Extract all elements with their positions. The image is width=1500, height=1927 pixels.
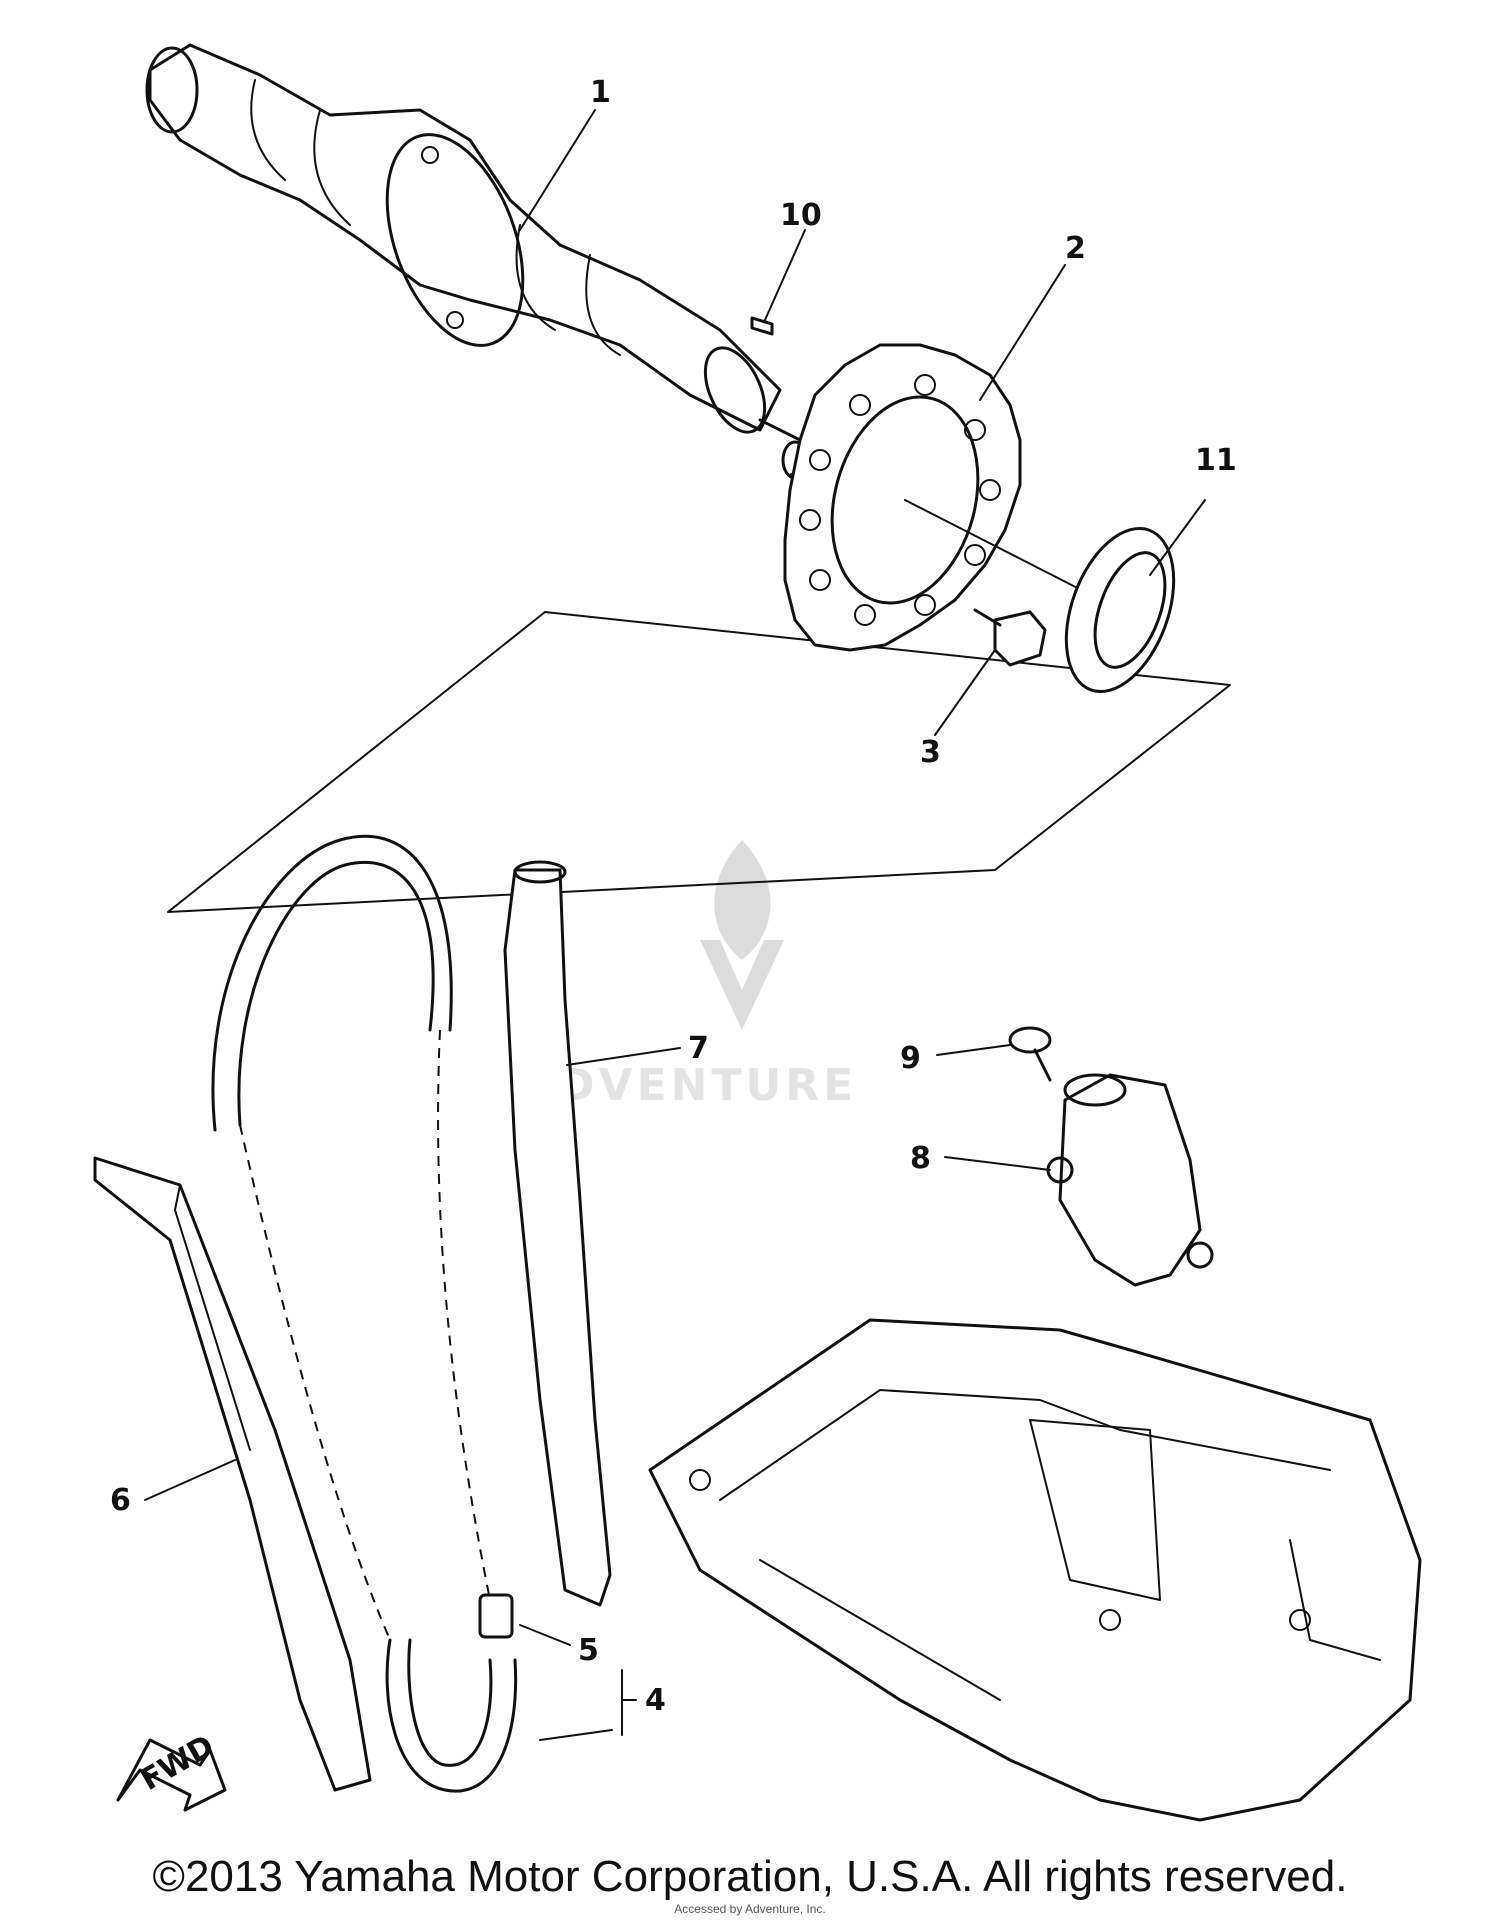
camshaft xyxy=(145,43,812,480)
callout-2: 2 xyxy=(1065,231,1086,266)
chain-guide xyxy=(503,860,612,1607)
leader-lines xyxy=(144,109,1206,1741)
callout-6: 6 xyxy=(110,1483,131,1518)
callout-9: 9 xyxy=(900,1041,921,1076)
callout-3: 3 xyxy=(920,735,941,770)
sprocket-bolt xyxy=(973,608,1047,667)
callout-10: 10 xyxy=(780,198,822,233)
master-link xyxy=(478,1593,514,1639)
callout-1: 1 xyxy=(590,75,611,110)
callout-11: 11 xyxy=(1195,443,1237,478)
callout-8: 8 xyxy=(910,1141,931,1176)
reference-plane xyxy=(167,611,1231,913)
watermark-text: ADVENTURE xyxy=(520,1060,857,1111)
dowel-pin xyxy=(750,316,774,336)
copyright-notice: ©2013 Yamaha Motor Corporation, U.S.A. A… xyxy=(152,1852,1348,1901)
chain-tensioner xyxy=(1046,1073,1214,1287)
cam-sprocket xyxy=(783,343,1022,652)
chain-damper xyxy=(93,1156,372,1792)
timing-chain-lower xyxy=(385,1638,518,1793)
access-note: Accessed by Adventure, Inc. xyxy=(674,1902,826,1916)
callout-7: 7 xyxy=(688,1031,709,1066)
oil-seal xyxy=(1064,526,1176,694)
crankcase xyxy=(648,1318,1422,1822)
callout-4: 4 xyxy=(645,1683,666,1718)
fwd-arrow-icon: FWD xyxy=(116,1728,227,1812)
callout-5: 5 xyxy=(578,1633,599,1668)
timing-chain-upper xyxy=(211,834,491,1641)
callouts: 1 2 3 4 5 6 7 8 9 10 11 xyxy=(110,75,1237,1718)
tensioner-bolt xyxy=(1008,1026,1052,1082)
watermark-logo: ADVENTURE xyxy=(520,840,857,1111)
